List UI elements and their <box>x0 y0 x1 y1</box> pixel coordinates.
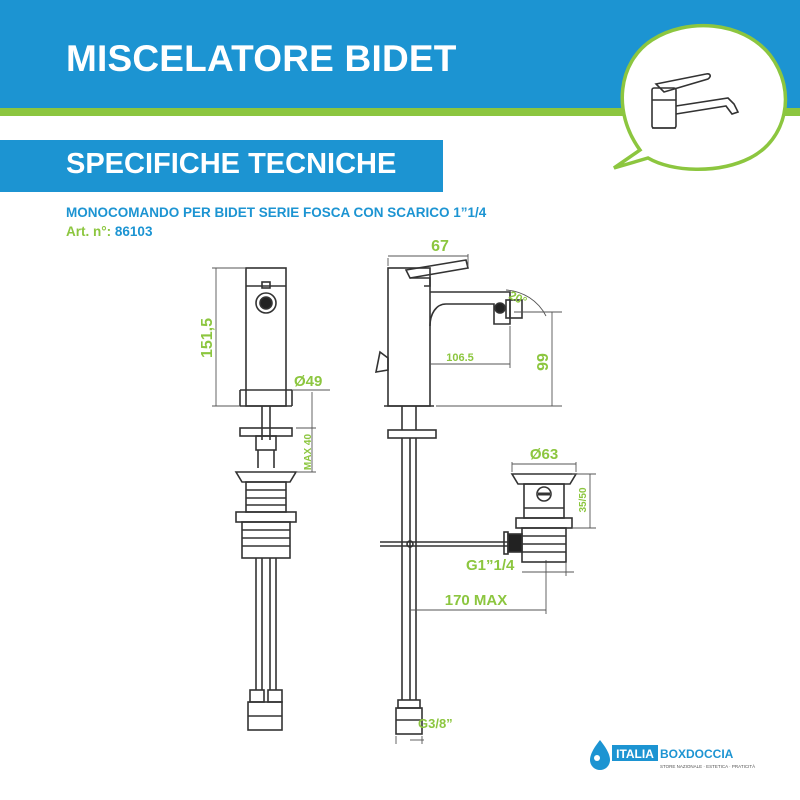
section-band <box>0 140 443 192</box>
spout-height-dimension: 99 <box>535 353 552 371</box>
rod-length-dimension: 170 MAX <box>445 592 508 609</box>
drain-dimensions <box>511 462 596 576</box>
page-title: MISCELATORE BIDET <box>66 38 457 79</box>
side-view <box>374 259 523 735</box>
article-value: 86103 <box>114 224 153 239</box>
hose-thread-dimension: G3/8” <box>418 716 453 731</box>
spout-reach-dimension: 106.5 <box>446 352 474 364</box>
max-thickness-dimension: MAX 40 <box>303 434 314 471</box>
width-top-dimension: 67 <box>431 238 449 255</box>
drain-height-dimension: 35/50 <box>578 487 589 512</box>
brand-logo: ITALIA BOXDOCCIA STORE NAZIONALE · ESTET… <box>590 740 755 770</box>
brand-tagline: STORE NAZIONALE · ESTETICA · PRATICITÀ <box>660 763 755 769</box>
product-subtitle: MONOCOMANDO PER BIDET SERIE FOSCA CON SC… <box>66 205 487 220</box>
brand-part2: BOXDOCCIA <box>660 747 734 761</box>
section-title: SPECIFICHE TECNICHE <box>66 148 397 180</box>
brand-part1: ITALIA <box>616 747 654 761</box>
height-dimension: 151,5 <box>199 318 216 358</box>
article-label: Art. n°: <box>66 224 112 239</box>
base-diameter-dimension: Ø49 <box>294 373 322 390</box>
water-drop-icon <box>590 740 610 770</box>
drain-thread-dimension: G1”1/4 <box>466 557 515 574</box>
drain-detail <box>503 473 578 563</box>
side-dimensions <box>387 254 562 744</box>
article-number: Art. n°: 86103 <box>66 224 152 239</box>
front-view <box>234 267 298 731</box>
drain-diameter-dimension: Ø63 <box>530 446 558 463</box>
header-stripe <box>0 108 800 116</box>
front-dimensions <box>212 267 330 473</box>
